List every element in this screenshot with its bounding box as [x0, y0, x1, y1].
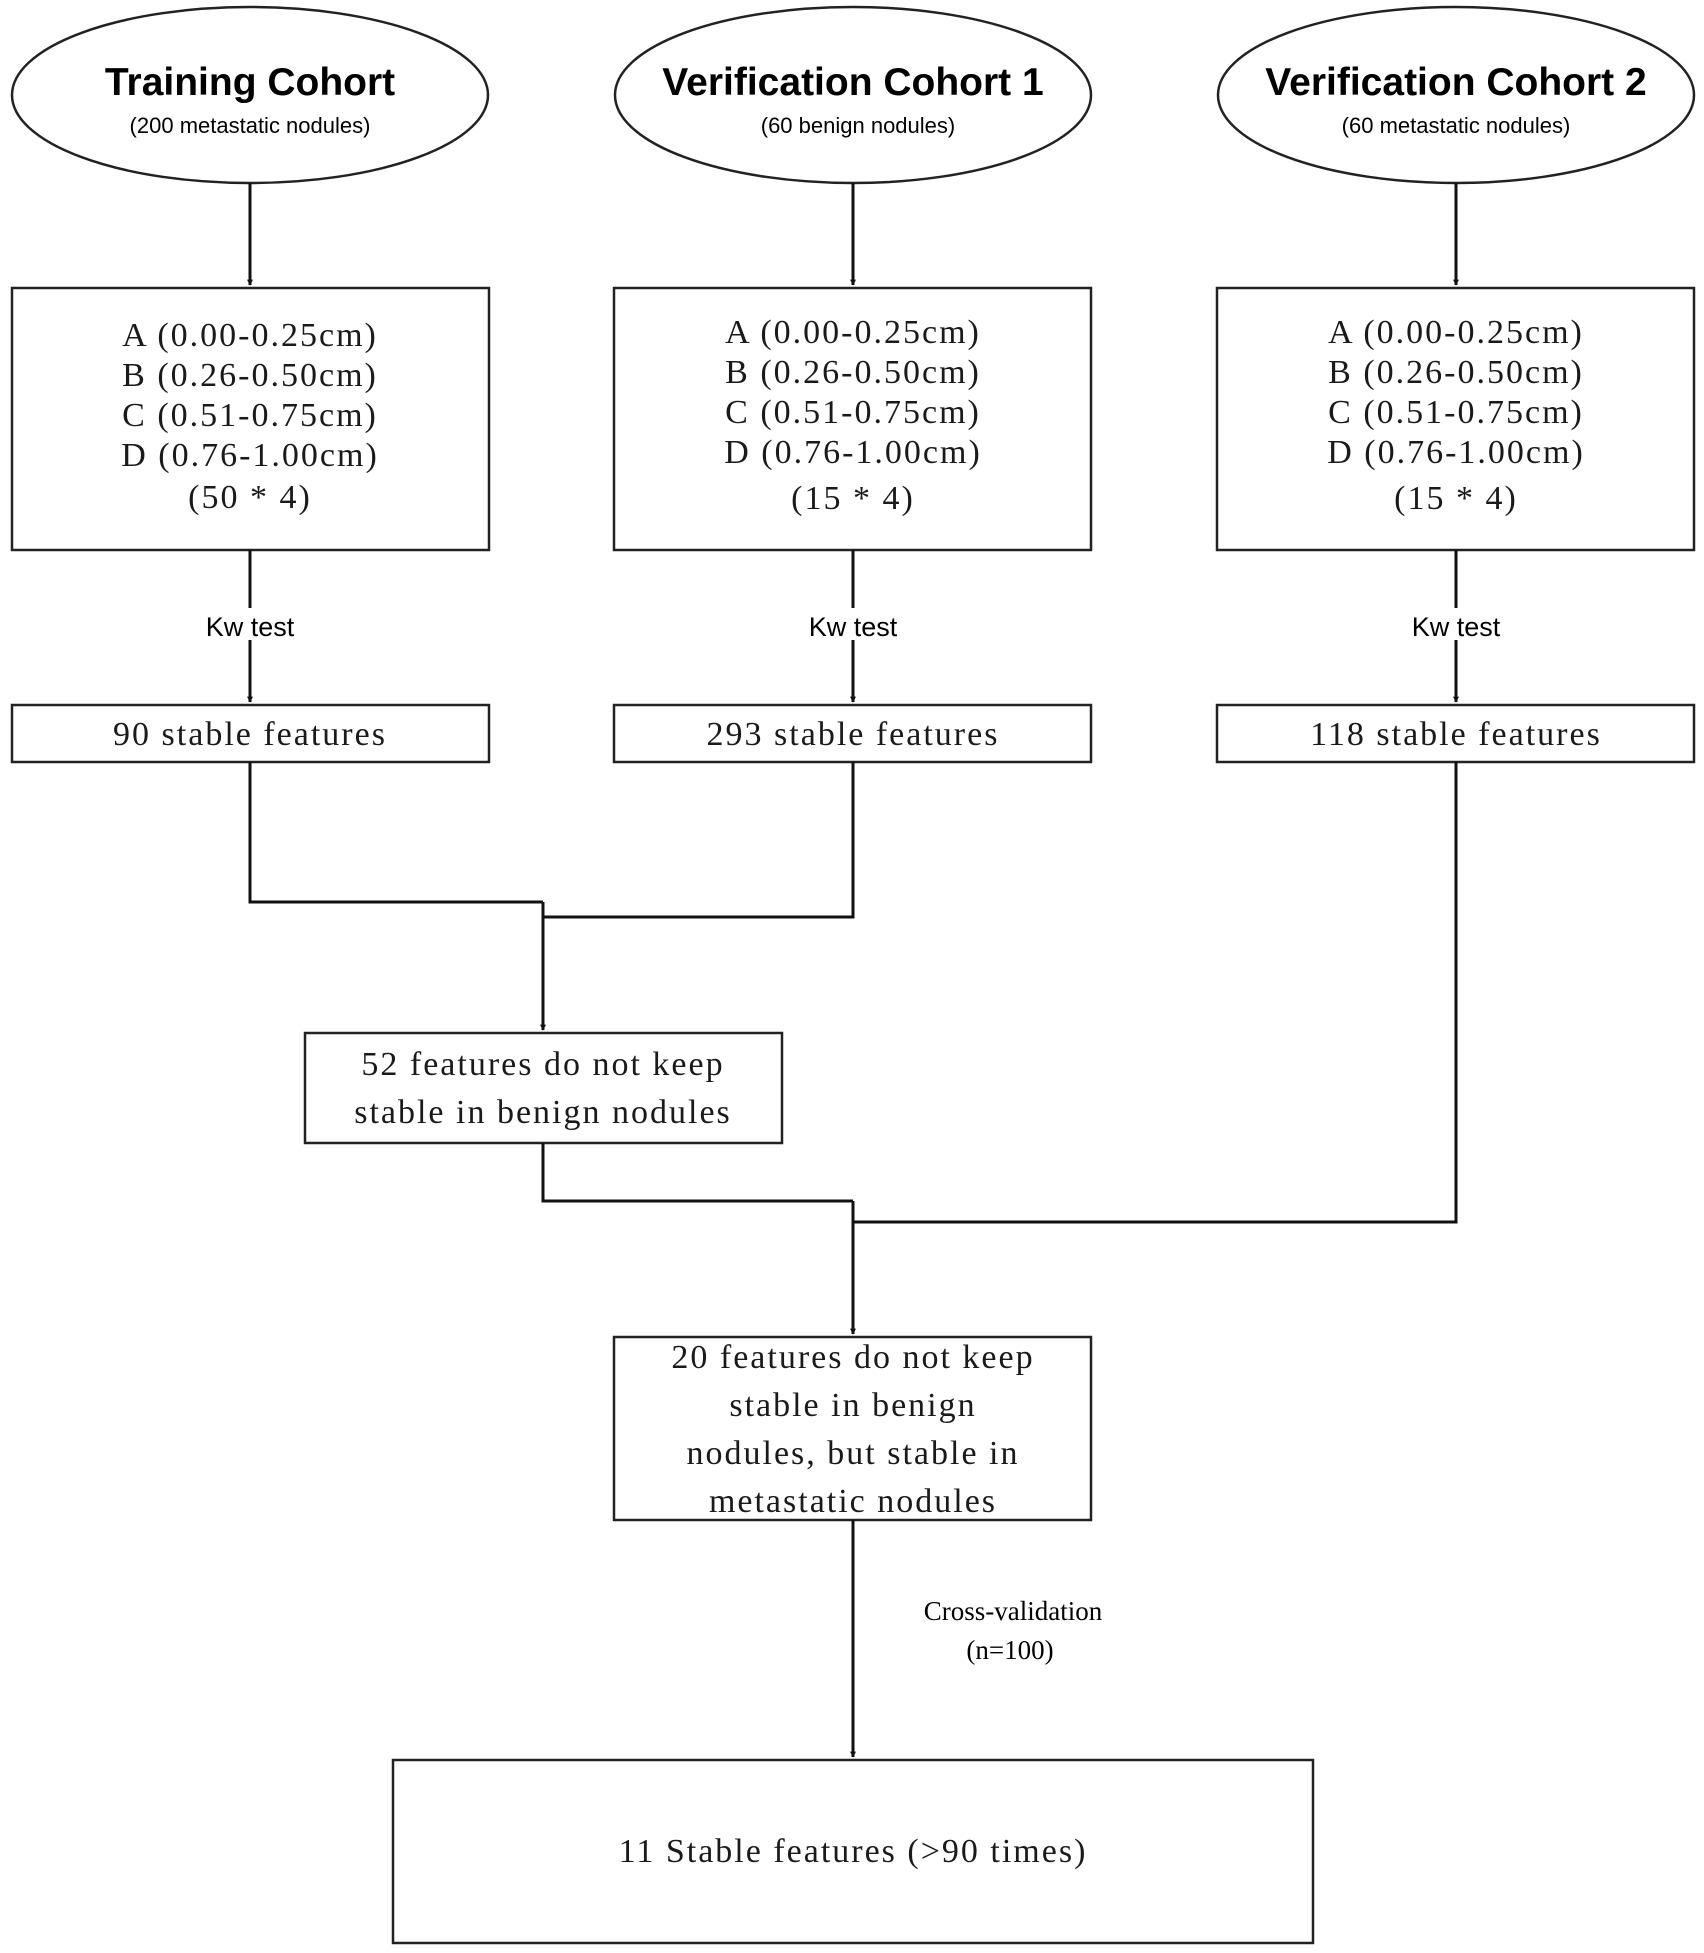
size-range-line: C (0.51-0.75cm) [122, 397, 378, 434]
size-range-line: A (0.00-0.25cm) [122, 317, 378, 354]
kw-test-label: Kw test [809, 612, 898, 642]
size-range-line: C (0.51-0.75cm) [725, 394, 981, 431]
cohort-title: Verification Cohort 2 [1265, 61, 1646, 104]
merge-connector [541, 1143, 853, 1203]
merge-text-line: metastatic nodules [709, 1483, 997, 1520]
box-frame [612, 703, 1093, 764]
stable-features-box-verification-1: 293 stable features [612, 703, 1093, 764]
cohort-subtitle: (60 metastatic nodules) [1342, 113, 1571, 138]
size-group-box-verification-2: A (0.00-0.25cm) B (0.26-0.50cm) C (0.51-… [1215, 286, 1696, 552]
cohort-subtitle: (200 metastatic nodules) [130, 113, 371, 138]
box-frame [10, 286, 491, 552]
kw-test-label: Kw test [206, 612, 295, 642]
box-frame [10, 703, 491, 764]
sample-count: (15 * 4) [791, 480, 915, 517]
box-frame [1215, 703, 1696, 764]
stable-features-box-training: 90 stable features [10, 703, 491, 764]
cohort-title: Training Cohort [105, 61, 395, 104]
stable-features-count: 293 stable features [707, 716, 1000, 753]
cross-validation-label: Cross-validation [924, 1596, 1103, 1626]
size-group-box-verification-1: A (0.00-0.25cm) B (0.26-0.50cm) C (0.51-… [612, 286, 1093, 552]
label-backdrop [195, 608, 305, 640]
stable-features-box-verification-2: 118 stable features [1215, 703, 1696, 764]
size-range-line: B (0.26-0.50cm) [1328, 354, 1584, 391]
box-frame [612, 286, 1093, 552]
size-range-line: D (0.76-1.00cm) [1327, 434, 1585, 471]
cohort-verification-1: Verification Cohort 1 (60 benign nodules… [613, 5, 1093, 185]
label-backdrop [798, 608, 908, 640]
merge-text-line: 20 features do not keep [671, 1339, 1034, 1376]
size-range-line: C (0.51-0.75cm) [1328, 394, 1584, 431]
merge-connector [248, 762, 543, 904]
final-result-text: 11 Stable features (>90 times) [619, 1833, 1088, 1870]
stable-features-count: 90 stable features [113, 716, 387, 753]
size-range-line: A (0.00-0.25cm) [1328, 314, 1584, 351]
stable-features-count: 118 stable features [1310, 716, 1602, 753]
label-backdrop [1401, 608, 1511, 640]
merge-box-metastatic-stable: 20 features do not keep stable in benign… [612, 1335, 1093, 1522]
cross-validation-count: (n=100) [966, 1635, 1053, 1665]
size-range-line: B (0.26-0.50cm) [725, 354, 981, 391]
merge-text-line: stable in benign nodules [354, 1094, 732, 1131]
size-group-box-training: A (0.00-0.25cm) B (0.26-0.50cm) C (0.51-… [10, 286, 491, 552]
sample-count: (15 * 4) [1394, 480, 1518, 517]
merge-text-line: nodules, but stable in [687, 1435, 1020, 1472]
final-box: 11 Stable features (>90 times) [391, 1758, 1315, 1945]
merge-box-benign-unstable: 52 features do not keep stable in benign… [303, 1031, 784, 1145]
box-frame [612, 1335, 1093, 1522]
merge-connector [543, 762, 855, 919]
kw-test-label: Kw test [1412, 612, 1501, 642]
sample-count: (50 * 4) [188, 479, 312, 516]
size-range-line: D (0.76-1.00cm) [724, 434, 982, 471]
size-range-line: D (0.76-1.00cm) [121, 437, 379, 474]
cohort-training: Training Cohort (200 metastatic nodules) [10, 5, 490, 185]
merge-connector [853, 762, 1458, 1224]
merge-text-line: 52 features do not keep [361, 1046, 724, 1083]
box-frame [391, 1758, 1315, 1945]
size-range-line: A (0.00-0.25cm) [725, 314, 981, 351]
size-range-line: B (0.26-0.50cm) [122, 357, 378, 394]
box-frame [303, 1031, 784, 1145]
cohort-title: Verification Cohort 1 [662, 61, 1043, 104]
cohort-subtitle: (60 benign nodules) [761, 113, 955, 138]
cohort-verification-2: Verification Cohort 2 (60 metastatic nod… [1216, 5, 1696, 185]
box-frame [1215, 286, 1696, 552]
merge-text-line: stable in benign [729, 1387, 976, 1424]
